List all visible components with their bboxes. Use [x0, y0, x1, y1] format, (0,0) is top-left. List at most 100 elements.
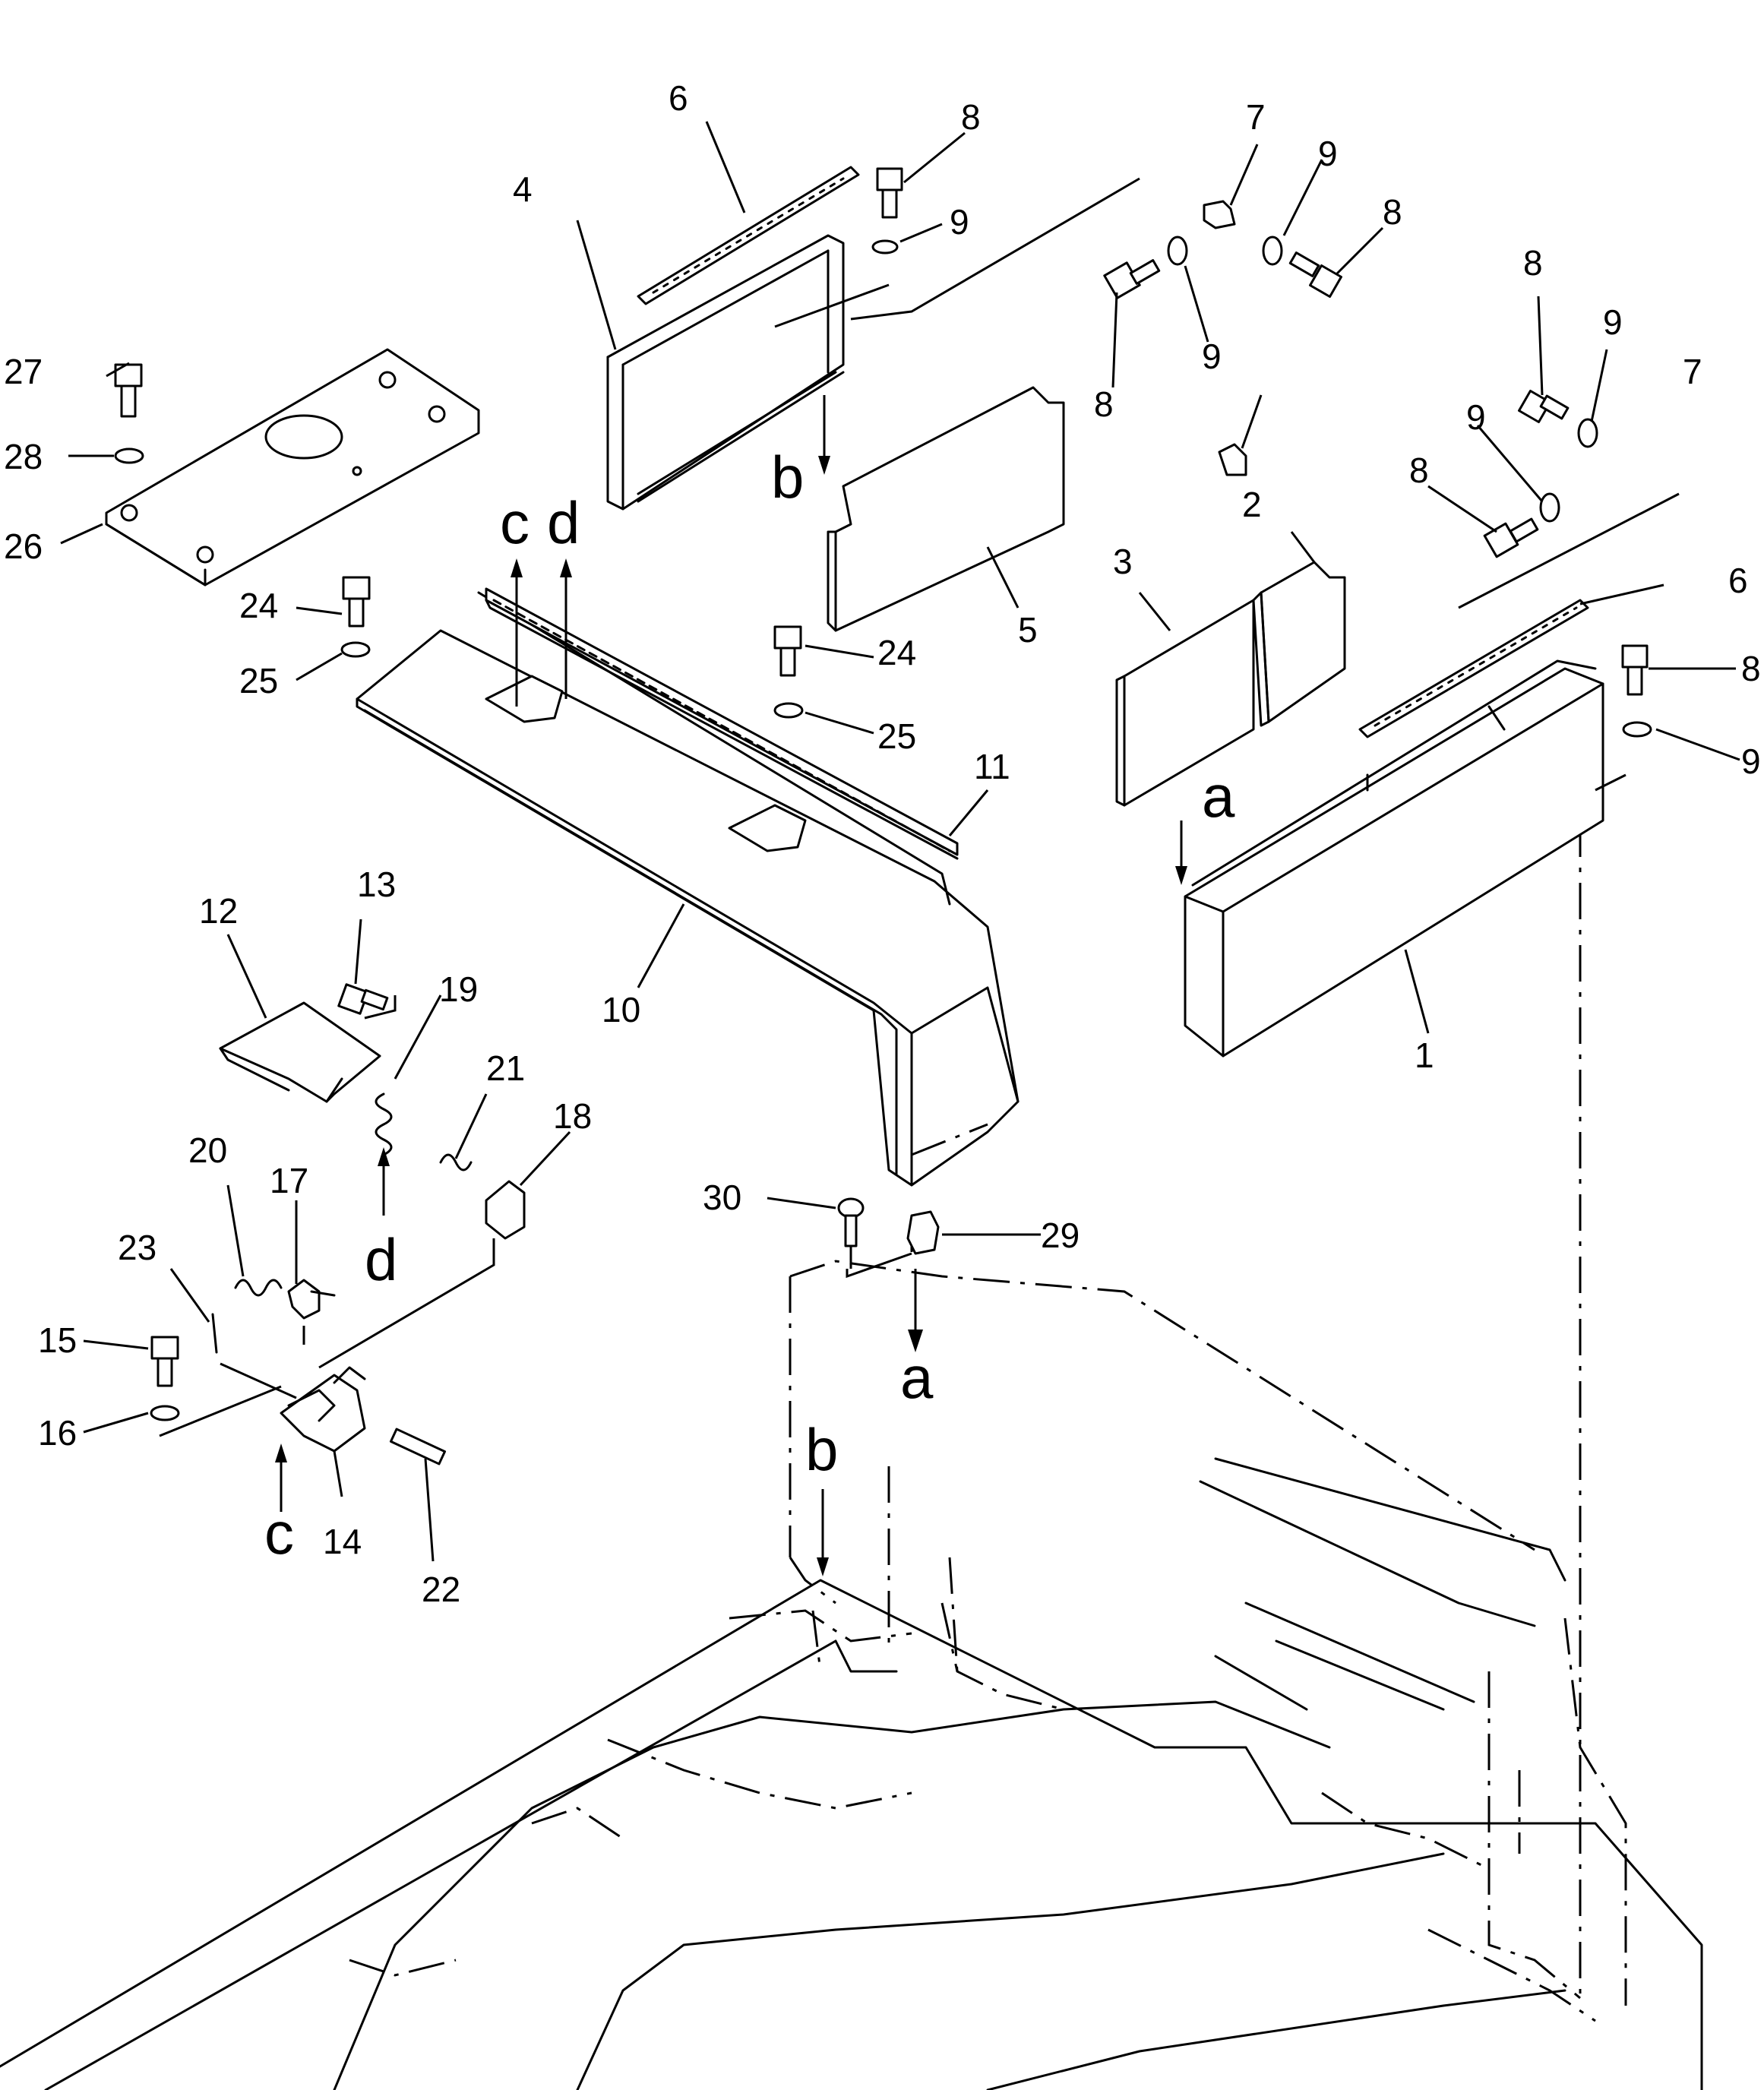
label-9-e: 9 [1466, 397, 1486, 437]
spring-21 [439, 1153, 473, 1171]
label-6-upper: 6 [669, 78, 688, 118]
cover-brackets [485, 675, 807, 852]
label-10: 10 [602, 990, 640, 1029]
washer-28 [114, 447, 144, 464]
label-letter-b-lower: b [805, 1416, 838, 1483]
label-8-e: 8 [1409, 451, 1429, 490]
label-9-f: 9 [1741, 741, 1761, 781]
label-22: 22 [422, 1570, 460, 1609]
label-30: 30 [703, 1178, 741, 1217]
washer-9-e [1539, 492, 1560, 523]
label-3: 3 [1113, 542, 1133, 581]
label-letter-a-lower: a [900, 1344, 934, 1411]
bolt-8-b [1103, 259, 1161, 299]
part-2-plate [1252, 531, 1346, 727]
reference-arrows [159, 177, 1680, 1576]
label-9-d: 9 [1603, 302, 1623, 342]
leader-lines [68, 131, 1740, 1562]
part-17-lever [287, 1200, 336, 1320]
washer-16 [150, 1405, 180, 1421]
bolt-8-a [876, 167, 903, 219]
pin-22 [389, 1428, 447, 1466]
label-25-right: 25 [877, 716, 916, 756]
rivet-30 [837, 1197, 865, 1247]
hardware [114, 167, 1652, 1466]
label-17: 17 [270, 1161, 308, 1200]
label-letter-d-upper: d [547, 489, 580, 556]
label-2: 2 [1242, 485, 1262, 524]
base-frame [0, 1457, 1703, 2090]
label-letter-b-upper: b [771, 444, 804, 511]
label-24-left: 24 [239, 586, 278, 625]
part-10-main-cover [356, 591, 1020, 1187]
label-16: 16 [38, 1413, 77, 1453]
washer-25-a [340, 641, 371, 658]
label-8-b: 8 [1383, 192, 1402, 232]
label-8-d: 8 [1523, 243, 1543, 283]
bolt-8-d [1518, 390, 1570, 423]
label-27: 27 [4, 352, 43, 391]
bolt-27 [114, 363, 143, 418]
bolt-13 [337, 983, 389, 1015]
washer-9-c [1262, 236, 1283, 266]
bolt-8-e [1483, 517, 1539, 558]
label-5: 5 [1018, 610, 1038, 650]
label-6-right: 6 [1728, 561, 1748, 600]
part-14-lock [280, 1366, 366, 1497]
label-8-f: 8 [1741, 649, 1761, 688]
label-9-c: 9 [1202, 337, 1222, 376]
label-28: 28 [4, 437, 43, 476]
label-letter-c-upper: c [500, 489, 530, 556]
label-26: 26 [4, 526, 43, 566]
clip-29 [906, 1210, 940, 1255]
bolt-8-f [1621, 644, 1649, 696]
washer-25-b [773, 702, 804, 719]
label-21: 21 [486, 1048, 525, 1088]
part-number-labels: 1 2 3 4 5 6 6 7 7 8 8 8 8 8 8 9 9 9 9 9 … [4, 78, 1761, 1609]
part-7-bracket-lower [1218, 394, 1263, 476]
bolt-24-a [342, 576, 371, 628]
bolt-24-b [773, 625, 802, 677]
label-letter-d-lower: d [365, 1226, 397, 1293]
part-6-strip-upper [637, 121, 860, 305]
label-12: 12 [199, 891, 238, 931]
label-20: 20 [188, 1130, 227, 1170]
label-8-c: 8 [1094, 384, 1114, 424]
label-9-a: 9 [1318, 134, 1338, 173]
label-7-lower: 7 [1683, 352, 1702, 391]
label-letter-c-lower: c [264, 1500, 294, 1567]
part-18-catch [485, 1130, 571, 1240]
assembly-lines [789, 821, 1627, 2006]
part-26-plate [60, 348, 480, 587]
label-25-left: 25 [239, 661, 278, 700]
part-12-latch-plate [219, 934, 381, 1103]
label-29: 29 [1041, 1216, 1080, 1255]
label-13: 13 [357, 865, 396, 904]
label-11: 11 [974, 747, 1010, 786]
spring-19 [375, 1092, 393, 1156]
label-19: 19 [439, 969, 478, 1009]
spring-20 [234, 1279, 283, 1297]
pin-23 [211, 1313, 218, 1354]
reference-letter-labels: a a b b c c d d [264, 444, 1235, 1567]
part-1-side-cover [1184, 659, 1604, 1058]
washer-9-b [1167, 236, 1188, 266]
part-3-plate [1115, 592, 1255, 807]
label-1: 1 [1415, 1036, 1434, 1075]
bolt-15 [150, 1336, 179, 1387]
label-8-a: 8 [961, 97, 981, 137]
label-9-b: 9 [950, 202, 969, 242]
label-7-upper: 7 [1246, 97, 1266, 137]
part-5-plate [827, 386, 1065, 632]
part-6-strip-right [1358, 583, 1664, 738]
bolt-8-c [1288, 251, 1342, 298]
label-4: 4 [513, 169, 533, 209]
label-15: 15 [38, 1320, 77, 1360]
label-23: 23 [118, 1228, 156, 1267]
label-14: 14 [323, 1522, 362, 1561]
part-11-strip [485, 587, 989, 860]
label-24-right: 24 [877, 633, 916, 672]
part-7-bracket-upper [1203, 144, 1259, 229]
washer-9-d [1577, 418, 1598, 448]
